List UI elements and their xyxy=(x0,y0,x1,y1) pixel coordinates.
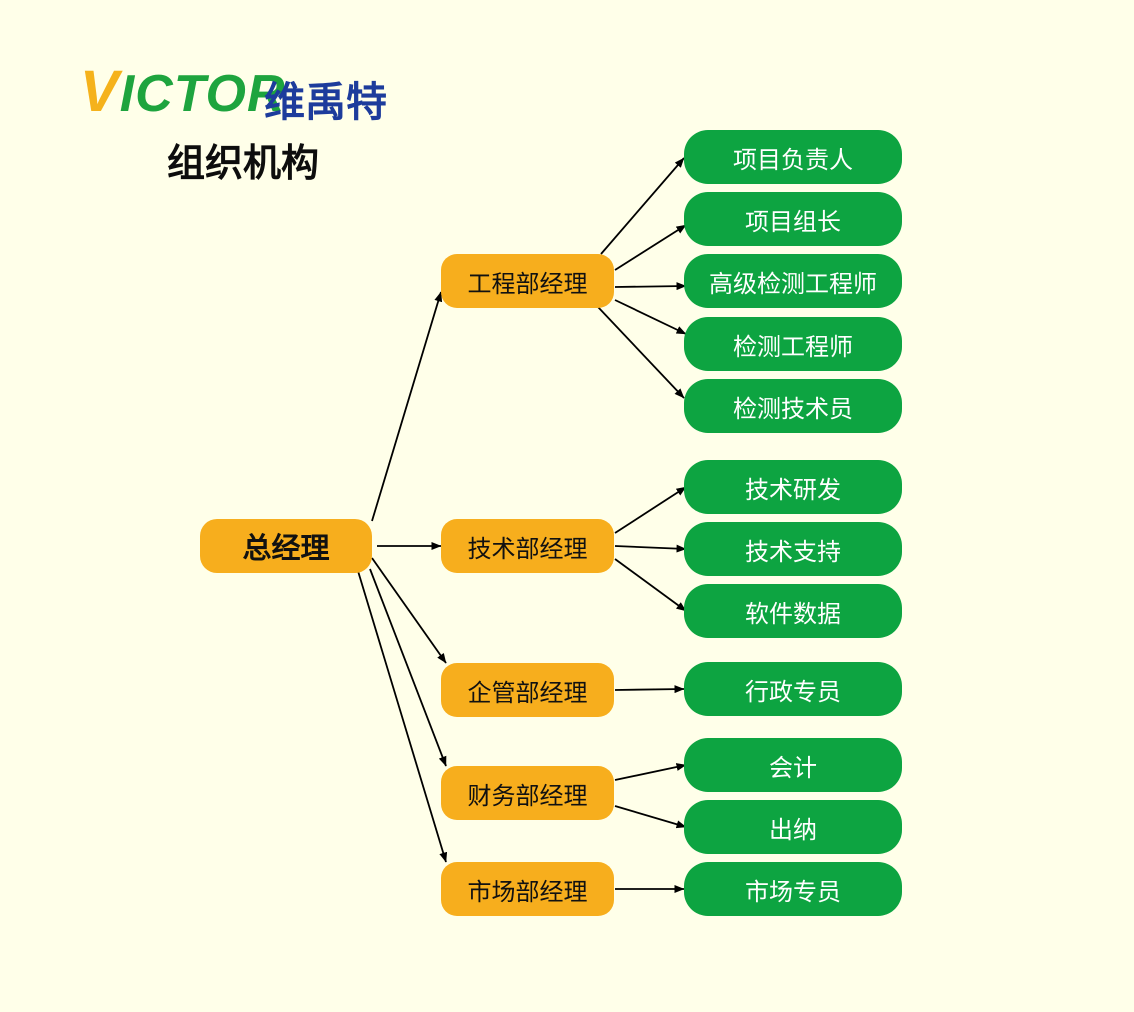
department-node-2: 技术部经理 xyxy=(441,519,614,573)
logo-latin-rest: ICTOR xyxy=(119,65,286,123)
edge-department-2-to-role-2 xyxy=(614,544,687,553)
role-node-1-2: 项目组长 xyxy=(684,192,902,246)
role-node-2-1: 技术研发 xyxy=(684,460,902,514)
edge-department-3-to-role-1 xyxy=(614,685,685,694)
edge-department-1-to-role-4 xyxy=(614,299,687,335)
edge-root-to-department-3 xyxy=(371,557,447,664)
logo-latin-first: V xyxy=(80,59,120,124)
role-node-4-2: 出纳 xyxy=(684,800,902,854)
role-node-1-4: 检测工程师 xyxy=(684,317,902,371)
edge-department-1-to-role-3 xyxy=(614,282,687,291)
role-node-4-1: 会计 xyxy=(684,738,902,792)
edge-department-4-to-role-1 xyxy=(614,763,687,781)
edge-department-1-to-role-5 xyxy=(597,306,685,399)
role-node-1-5: 检测技术员 xyxy=(684,379,902,433)
victor-logo: VICTOR 维禹特 xyxy=(80,60,420,130)
page-title: 组织机构 xyxy=(167,141,320,185)
edge-department-1-to-role-2 xyxy=(614,224,687,271)
role-node-1-1: 项目负责人 xyxy=(684,130,902,184)
edge-root-to-department-5 xyxy=(357,570,448,863)
role-node-1-3: 高级检测工程师 xyxy=(684,254,902,308)
edge-department-1-to-role-1 xyxy=(600,157,685,255)
role-node-2-2: 技术支持 xyxy=(684,522,902,576)
edge-department-2-to-role-1 xyxy=(614,486,687,534)
role-node-5-1: 市场专员 xyxy=(684,862,902,916)
logo-chinese-text: 维禹特 xyxy=(264,78,387,126)
department-node-5: 市场部经理 xyxy=(441,862,614,916)
department-node-1: 工程部经理 xyxy=(441,254,614,308)
edge-root-to-department-1 xyxy=(371,291,443,522)
department-node-4: 财务部经理 xyxy=(441,766,614,820)
edge-department-4-to-role-2 xyxy=(614,805,687,829)
logo-latin-text: VICTOR xyxy=(80,60,286,126)
department-node-3: 企管部经理 xyxy=(441,663,614,717)
general-manager-node: 总经理 xyxy=(200,519,372,573)
edge-department-2-to-role-3 xyxy=(614,558,687,612)
edge-root-to-department-4 xyxy=(369,568,447,767)
role-node-3-1: 行政专员 xyxy=(684,662,902,716)
role-node-2-3: 软件数据 xyxy=(684,584,902,638)
